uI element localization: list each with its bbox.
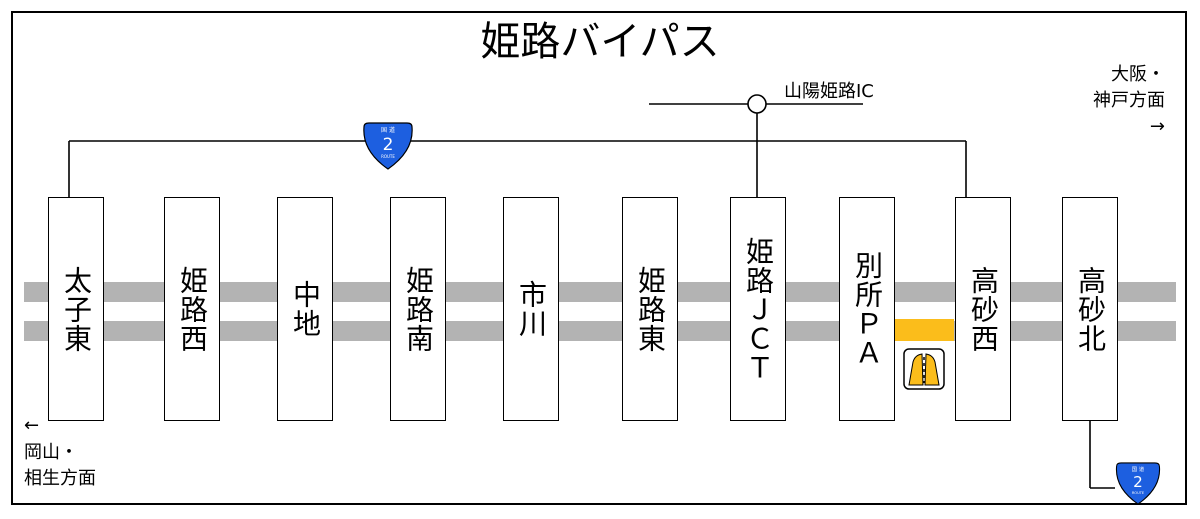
left-arrow-icon: ← xyxy=(24,415,40,436)
ic-box-himeji-nishi[interactable]: 姫路西 xyxy=(164,197,220,421)
osaka-direction-line1: 大阪・ xyxy=(1111,64,1165,85)
ic-box-ichikawa[interactable]: 市川 xyxy=(503,197,559,421)
ic-box-bessho-pa[interactable]: 別所ＰＡ xyxy=(839,197,895,421)
right-arrow-icon: → xyxy=(1149,116,1165,137)
pa-highlight xyxy=(894,319,954,341)
okayama-direction-line2: 相生方面 xyxy=(24,468,96,489)
sanyo-himeji-ic-label: 山陽姫路IC xyxy=(784,81,874,102)
ic-box-takasago-nishi[interactable]: 高砂西 xyxy=(955,197,1011,421)
route-2-shield-icon: 国 道 2 ROUTE xyxy=(363,122,413,170)
okayama-direction-line1: 岡山・ xyxy=(24,442,78,463)
ic-box-himeji-jct[interactable]: 姫路ＪＣＴ xyxy=(730,197,786,421)
diagram-title: 姫路バイパス xyxy=(480,19,720,65)
parking-area-icon xyxy=(903,348,945,390)
shield-top-text: 国 道 xyxy=(381,126,395,134)
shield-number: 2 xyxy=(383,135,394,155)
osaka-direction-line2: 神戸方面 xyxy=(1093,90,1165,111)
shield-number: 2 xyxy=(1133,473,1143,491)
ic-box-taishi-higashi[interactable]: 太子東 xyxy=(48,197,104,421)
shield-bottom-text: ROUTE xyxy=(1132,491,1145,495)
ic-box-takasago-kita[interactable]: 高砂北 xyxy=(1062,197,1118,421)
route-2-shield-icon-lower: 国 道 2 ROUTE xyxy=(1115,462,1161,505)
diagram-frame xyxy=(11,11,1187,505)
ic-box-nakachi[interactable]: 中地 xyxy=(277,197,333,421)
shield-top-text: 国 道 xyxy=(1132,465,1145,473)
ic-box-himeji-minami[interactable]: 姫路南 xyxy=(390,197,446,421)
shield-bottom-text: ROUTE xyxy=(381,154,395,159)
ic-box-himeji-higashi[interactable]: 姫路東 xyxy=(622,197,678,421)
